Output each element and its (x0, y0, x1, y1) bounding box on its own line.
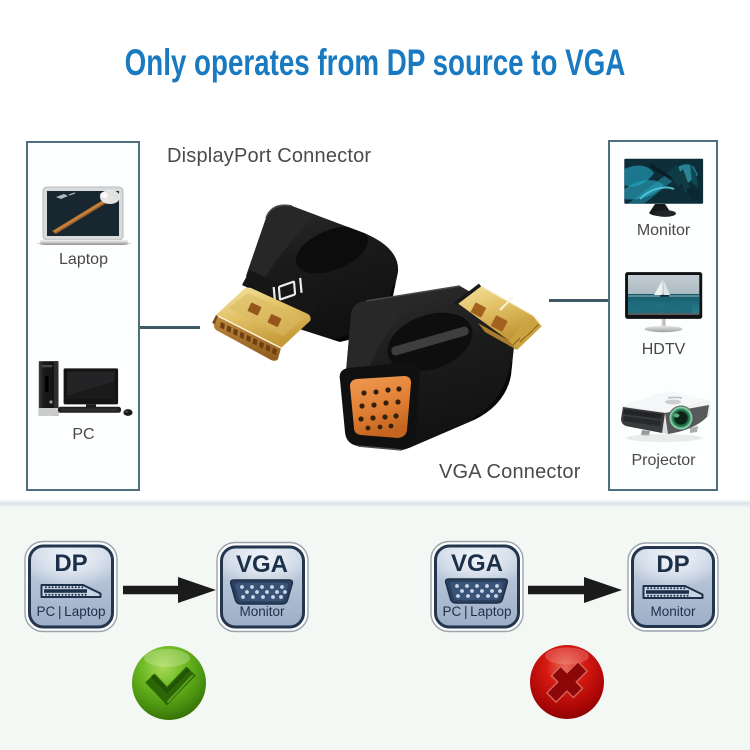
svg-text:VGA: VGA (451, 550, 503, 577)
svg-text:DP: DP (656, 551, 689, 578)
svg-text:PC | Laptop: PC | Laptop (443, 604, 512, 619)
svg-text:Monitor: Monitor (650, 604, 696, 619)
svg-text:DP: DP (54, 550, 87, 577)
svg-text:Monitor: Monitor (239, 604, 285, 619)
svg-text:PC | Laptop: PC | Laptop (37, 604, 106, 619)
svg-text:VGA: VGA (236, 551, 288, 578)
